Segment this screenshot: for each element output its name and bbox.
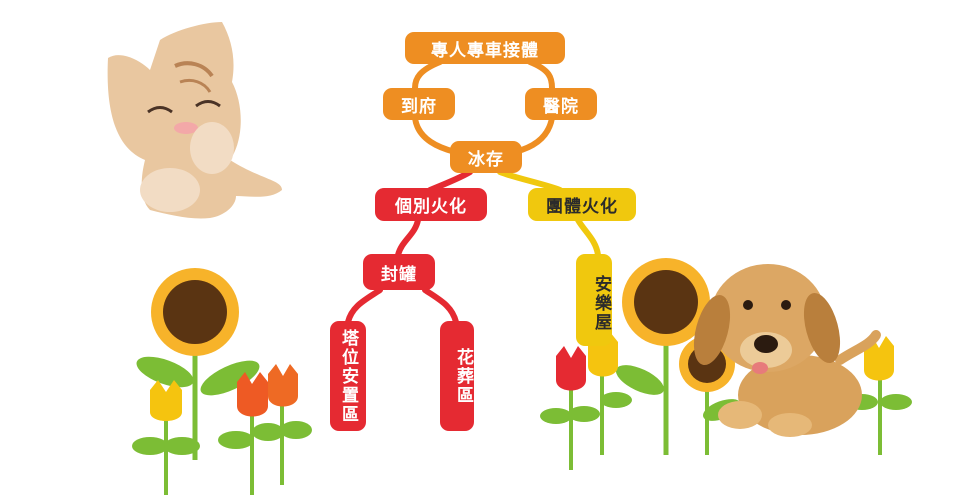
- tulip-icon: [540, 346, 600, 470]
- sunflower-icon: [136, 268, 260, 460]
- tulip-icon: [218, 372, 284, 495]
- connector-root-home: [412, 59, 443, 91]
- node-tower-placement[interactable]: 塔位安置區: [330, 321, 366, 431]
- connector-home-storage: [412, 115, 458, 155]
- node-group-cremation[interactable]: 團體火化: [528, 188, 636, 221]
- kitten-illustration: [107, 22, 282, 219]
- tulip-icon: [268, 364, 312, 485]
- connector-group-shelter: [575, 217, 601, 258]
- node-individual-cremation[interactable]: 個別火化: [375, 188, 487, 221]
- node-urn[interactable]: 封罐: [363, 254, 435, 290]
- node-pickup-service[interactable]: 專人專車接體: [405, 32, 565, 64]
- sunflower-icon: [615, 258, 710, 455]
- puppy-illustration: [693, 264, 881, 437]
- tulip-icon: [588, 332, 632, 455]
- node-peace-house[interactable]: 安樂屋: [576, 254, 612, 346]
- node-home-pickup[interactable]: 到府: [383, 88, 455, 120]
- connector-root-hospital: [527, 59, 555, 91]
- node-flower-burial[interactable]: 花葬區: [440, 321, 474, 431]
- connector-urn-garden: [422, 287, 459, 325]
- tulip-icon: [132, 380, 200, 495]
- node-hospital-pickup[interactable]: 醫院: [525, 88, 597, 120]
- connector-individual-urn: [395, 217, 421, 258]
- connector-urn-tower: [345, 287, 383, 325]
- node-cold-storage[interactable]: 冰存: [450, 141, 522, 173]
